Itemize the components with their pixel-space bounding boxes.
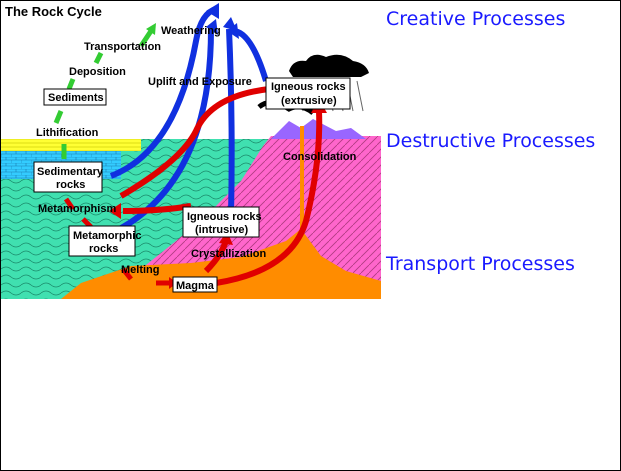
diagram-title: The Rock Cycle [5,4,102,19]
transport-processes-label: Transport Processes [386,253,575,275]
destructive-processes-label: Destructive Processes [386,130,596,152]
label-lithification: Lithification [36,127,99,139]
label-metamorphic-2: rocks [89,243,118,255]
rock-cycle-diagram: The Rock Cycle Weathering Transportation… [1,1,381,299]
label-uplift: Uplift and Exposure [148,76,252,88]
label-igneous-extrusive-2: (extrusive) [281,95,337,107]
magma-layer [61,229,381,299]
label-crystallization: Crystallization [191,248,266,260]
label-sedimentary-1: Sedimentary [37,166,104,178]
label-weathering: Weathering [161,25,221,37]
cloud [289,54,369,77]
label-igneous-extrusive-1: Igneous rocks [271,81,346,93]
label-melting: Melting [121,264,160,276]
label-sedimentary-2: rocks [56,179,85,191]
creative-processes-label: Creative Processes [386,8,566,30]
label-metamorphism: Metamorphism [38,203,116,215]
label-magma: Magma [176,280,215,292]
label-igneous-intrusive-2: (intrusive) [195,224,249,236]
label-igneous-intrusive-1: Igneous rocks [187,211,262,223]
label-consolidation: Consolidation [283,151,357,163]
label-transportation: Transportation [84,41,161,53]
label-sediments: Sediments [48,92,104,104]
sediment-layer [1,139,141,151]
label-deposition: Deposition [69,66,126,78]
label-metamorphic-1: Metamorphic [73,230,141,242]
